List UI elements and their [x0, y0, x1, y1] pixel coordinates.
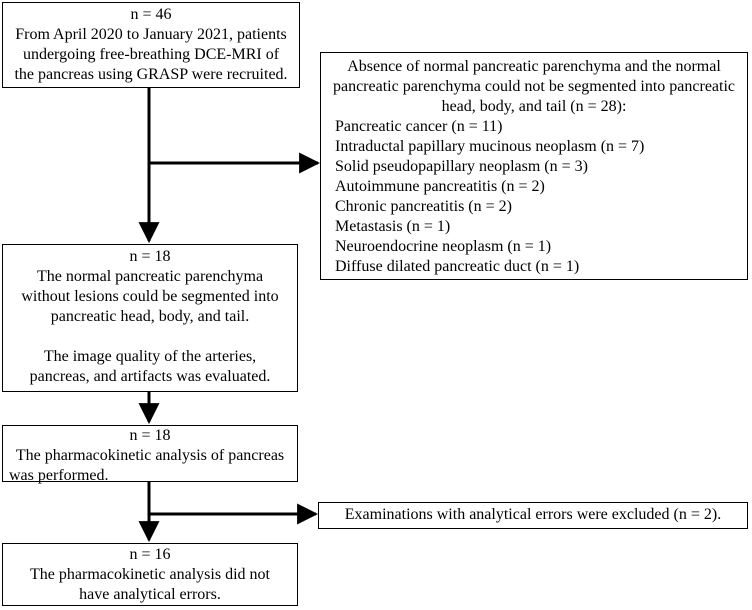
exclusion-header-line: Absence of normal pancreatic parenchyma …: [347, 58, 721, 75]
box-segmented-line: The image quality of the arteries,: [43, 348, 257, 365]
exclusion-item: Intraductal papillary mucinous neoplasm …: [335, 138, 645, 155]
box-segmented-spacer: [3, 327, 297, 347]
exclusion-item: Metastasis (n = 1): [335, 218, 451, 235]
exclusion-item: Diffuse dilated pancreatic duct (n = 1): [335, 258, 580, 275]
box-final-line: The pharmacokinetic analysis did not: [30, 566, 270, 583]
box-segmented-line: pancreas, and artifacts was evaluated.: [29, 368, 271, 385]
box-recruited-line: From April 2020 to January 2021, patient…: [15, 26, 287, 43]
box-segmented: n = 18 The normal pancreatic parenchyma …: [2, 244, 298, 392]
box-recruited-line: n = 46: [130, 6, 172, 23]
exclusion-header-line: head, body, and tail (n = 28):: [441, 98, 627, 115]
box-exclusion-errors: Examinations with analytical errors were…: [318, 502, 748, 529]
box-final-line: have analytical errors.: [79, 586, 221, 603]
box-recruited: n = 46 From April 2020 to January 2021, …: [2, 2, 300, 88]
box-segmented-line: pancreatic head, body, and tail.: [50, 308, 250, 325]
box-final-line: n = 16: [129, 546, 171, 563]
box-segmented-line: n = 18: [129, 248, 171, 265]
box-pk-performed-line: was performed.: [9, 467, 109, 484]
box-pk-performed-line: The pharmacokinetic analysis of pancreas: [15, 447, 285, 464]
exclusion-header-line: pancreatic parenchyma could not be segme…: [332, 78, 736, 95]
exclusion-item: Pancreatic cancer (n = 11): [335, 118, 503, 135]
box-final: n = 16 The pharmacokinetic analysis did …: [2, 543, 298, 606]
box-segmented-line: The normal pancreatic parenchyma: [36, 268, 264, 285]
box-recruited-line: undergoing free-breathing DCE-MRI of: [22, 46, 280, 63]
exclusion-item: Solid pseudopapillary neoplasm (n = 3): [335, 158, 588, 175]
box-pk-performed-line: n = 18: [129, 427, 171, 444]
exclusion-item: Chronic pancreatitis (n = 2): [335, 198, 512, 215]
box-pk-performed: n = 18 The pharmacokinetic analysis of p…: [2, 425, 298, 484]
exclusion-errors-text: Examinations with analytical errors were…: [344, 506, 722, 523]
box-exclusion-parenchyma: Absence of normal pancreatic parenchyma …: [320, 52, 748, 280]
exclusion-item: Neuroendocrine neoplasm (n = 1): [335, 238, 552, 255]
box-segmented-line: without lesions could be segmented into: [21, 288, 279, 305]
box-recruited-line: the pancreas using GRASP were recruited.: [14, 66, 288, 83]
exclusion-item: Autoimmune pancreatitis (n = 2): [335, 178, 545, 195]
